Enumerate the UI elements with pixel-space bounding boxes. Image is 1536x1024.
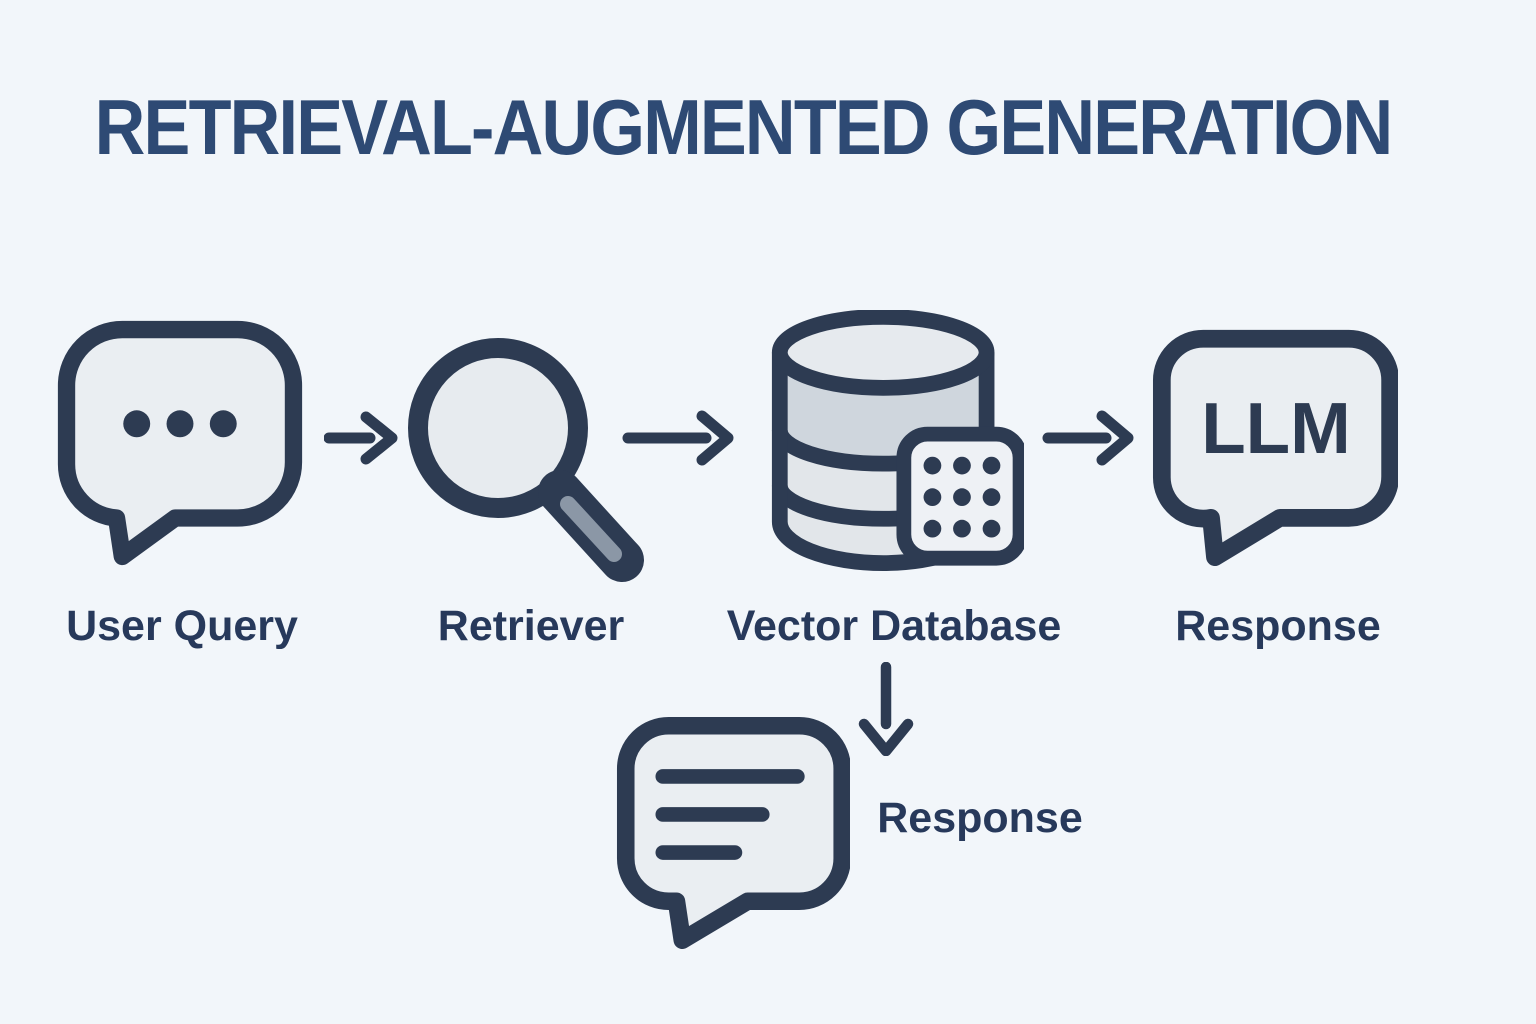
node-label-vector-database: Vector Database: [726, 602, 1062, 650]
page-title: RETRIEVAL-AUGMENTED GENERATION: [94, 83, 1394, 171]
chat-dots-icon: [55, 318, 305, 568]
chat-lines-icon: [616, 716, 850, 950]
arrow-down-icon: [858, 662, 914, 756]
arrow-right-icon: [1042, 409, 1134, 467]
database-icon: [766, 310, 1024, 572]
arrow-right-icon: [622, 409, 734, 467]
llm-bubble-icon: LLM: [1152, 328, 1398, 566]
branch-label-response: Response: [877, 794, 1083, 842]
magnifier-icon: [408, 330, 652, 584]
arrow-right-icon: [324, 409, 398, 467]
llm-bubble-text: LLM: [1201, 388, 1351, 469]
node-label-user-query: User Query: [66, 602, 298, 650]
node-label-response: Response: [1175, 602, 1381, 650]
node-label-retriever: Retriever: [437, 602, 625, 650]
